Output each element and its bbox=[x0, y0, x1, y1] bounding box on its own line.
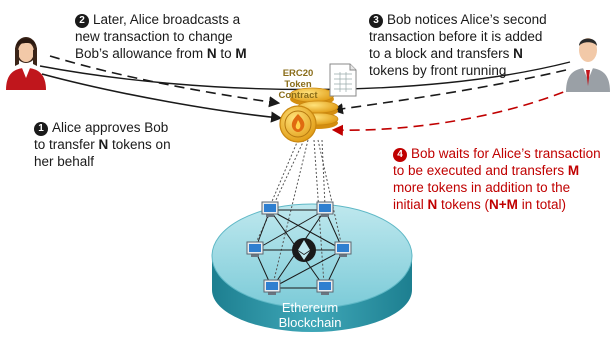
blockchain-label: Ethereum Blockchain bbox=[278, 300, 342, 330]
computer-icon bbox=[316, 201, 334, 217]
step-1-number: 1 bbox=[34, 122, 48, 136]
ethereum-logo-icon bbox=[292, 238, 316, 262]
man-avatar-icon bbox=[566, 38, 610, 92]
bob-front-run-line bbox=[331, 69, 567, 115]
contract-label: ERC20 Token Contract bbox=[278, 68, 318, 101]
woman-avatar-icon bbox=[6, 37, 46, 90]
bob-second-transfer-line bbox=[331, 85, 579, 136]
alice-approve-line bbox=[41, 73, 283, 123]
document-icon bbox=[329, 63, 357, 97]
computer-icon bbox=[334, 241, 352, 257]
computer-icon bbox=[246, 241, 264, 257]
computer-nodes bbox=[246, 201, 352, 295]
alice-second-tx-line bbox=[49, 55, 281, 108]
computer-icon bbox=[263, 279, 281, 295]
step-3-number: 3 bbox=[369, 14, 383, 28]
step-4-number: 4 bbox=[393, 148, 407, 162]
computer-icon bbox=[316, 279, 334, 295]
step-2-number: 2 bbox=[75, 14, 89, 28]
coin-stack-icon bbox=[279, 87, 339, 143]
computer-icon bbox=[261, 201, 279, 217]
